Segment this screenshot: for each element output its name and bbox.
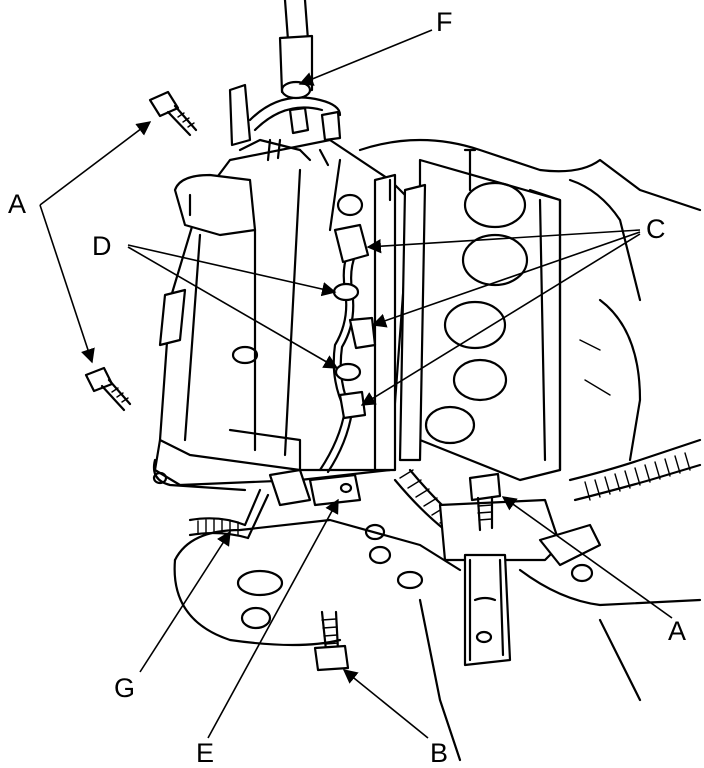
leader-d-1	[127, 244, 337, 297]
top-wiring	[228, 83, 342, 167]
callout-labels: A F C D A B E G	[8, 7, 686, 768]
cylinder-head-cover	[152, 138, 412, 507]
bolt-a-top	[148, 90, 198, 137]
injector-harness	[318, 223, 377, 474]
leader-a-to-top-bolt	[39, 121, 152, 206]
leader-c-1	[366, 229, 641, 254]
bolt-a-left	[84, 366, 132, 412]
leader-d-2	[127, 246, 339, 369]
leader-a-right	[501, 496, 673, 619]
leader-b	[342, 669, 429, 739]
mount-bracket	[438, 498, 602, 667]
top-hose	[278, 0, 314, 100]
leader-a-to-left-bolt	[39, 204, 95, 364]
callout-g: G	[114, 673, 135, 703]
bolt-a-right	[468, 472, 502, 532]
leader-g	[139, 530, 231, 673]
leader-c-3	[360, 233, 641, 406]
callout-a-right: A	[668, 616, 686, 646]
bolt-b	[313, 610, 350, 672]
lower-harness	[188, 473, 362, 540]
leader-e	[207, 498, 339, 739]
intake-manifold	[358, 138, 702, 482]
callout-a-top: A	[8, 189, 26, 219]
leader-lines	[39, 29, 673, 739]
callout-c: C	[646, 214, 666, 244]
callout-e: E	[196, 738, 214, 768]
leader-c-2	[371, 231, 641, 328]
transmission-housing	[173, 518, 702, 762]
callout-b: B	[430, 738, 448, 768]
callout-f: F	[436, 7, 453, 37]
leader-f	[298, 29, 433, 86]
callout-d: D	[92, 231, 112, 261]
